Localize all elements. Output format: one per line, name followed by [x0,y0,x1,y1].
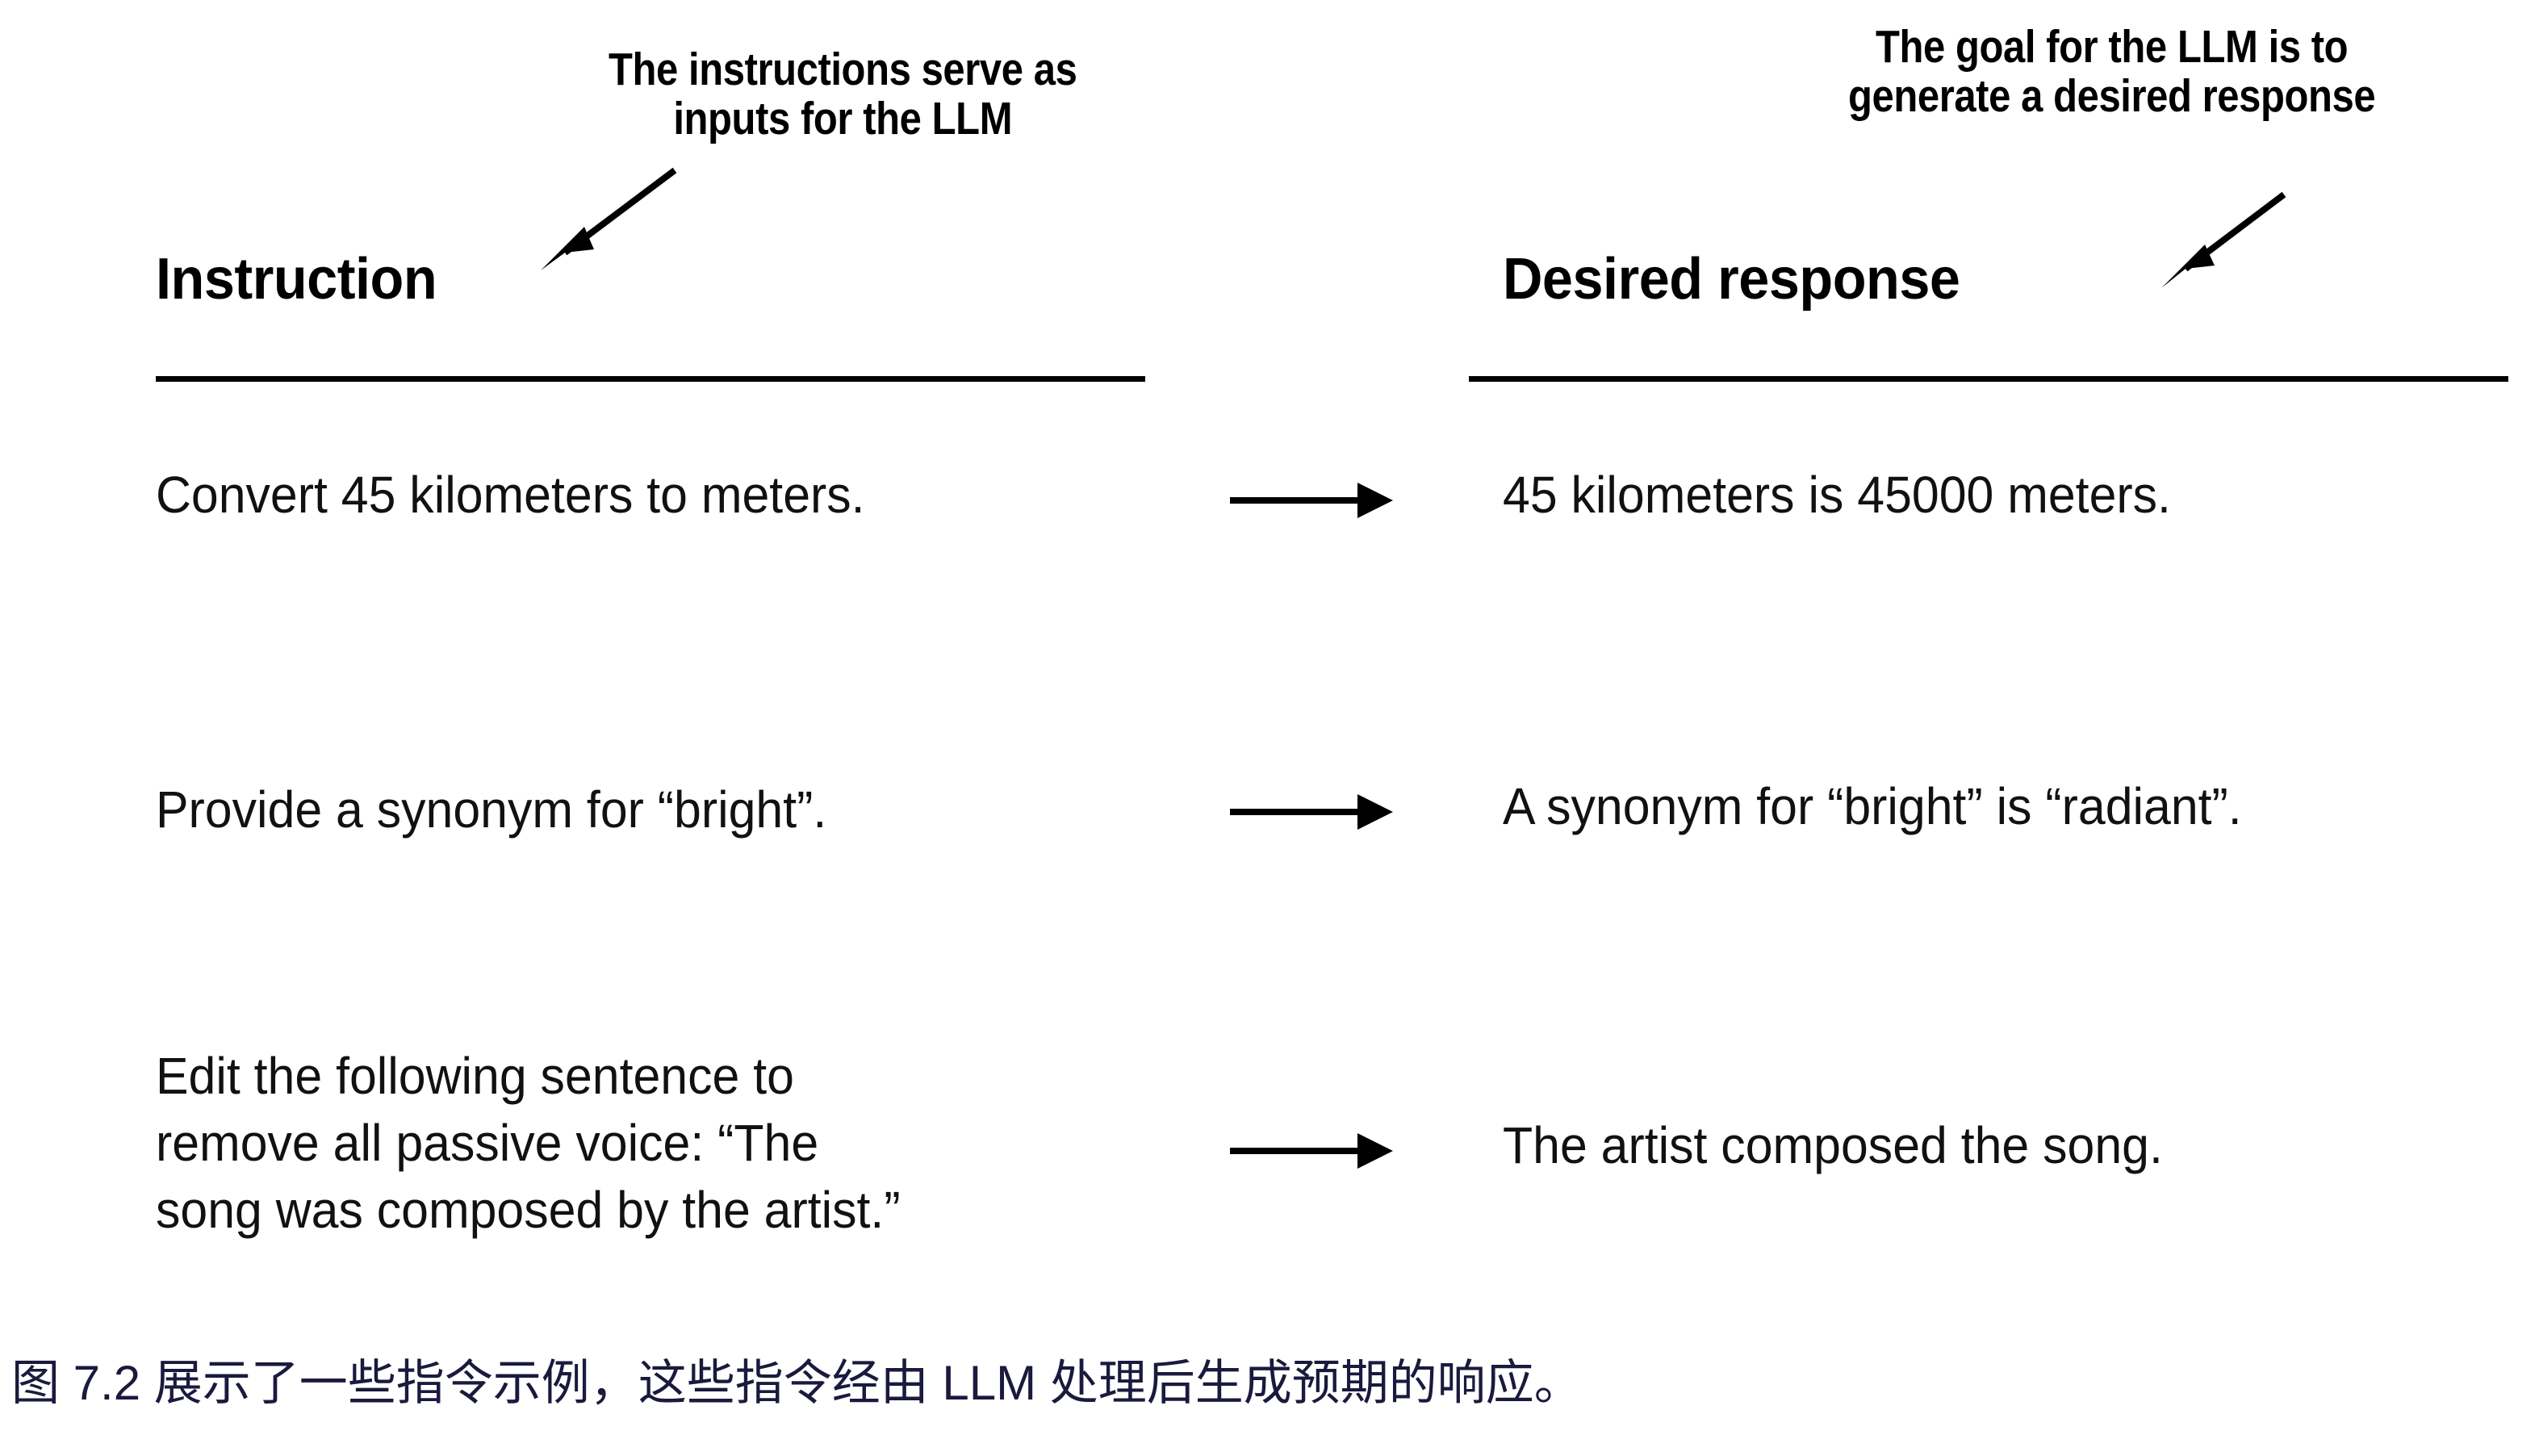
arrow-right-icon [1230,1133,1393,1169]
arrow-down-left-icon [541,167,677,270]
callout-desired-response-line-1: The goal for the LLM is to [1875,21,2349,73]
response-cell: The artist composed the song. [1503,1116,2163,1174]
arrow-right-icon [1230,794,1393,830]
callout-desired-response-line-2: generate a desired response [1848,69,2376,122]
column-header-instruction: Instruction [156,247,437,312]
callout-instruction-text: The instructions serve as inputs for the… [609,45,1077,144]
instruction-cell: Edit the following sentence to remove al… [156,1047,901,1240]
callout-instruction-line-2: inputs for the LLM [673,92,1013,144]
instruction-cell: Convert 45 kilometers to meters. [156,466,865,524]
instruction-cell: Provide a synonym for “bright”. [156,780,827,839]
header-rule-left [156,376,1145,382]
callout-instruction-line-1: The instructions serve as [609,44,1077,95]
column-header-desired-response: Desired response [1503,247,1960,312]
header-rule-right [1469,376,2508,382]
response-cell: 45 kilometers is 45000 meters. [1503,466,2171,524]
figure-caption: 图 7.2 展示了一些指令示例，这些指令经由 LLM 处理后生成预期的响应。 [11,1356,1583,1410]
arrow-down-left-icon [2161,191,2286,288]
callout-desired-response-text: The goal for the LLM is to generate a de… [1848,21,2376,122]
arrow-right-icon [1230,483,1393,518]
response-cell: A synonym for “bright” is “radiant”. [1503,777,2242,835]
